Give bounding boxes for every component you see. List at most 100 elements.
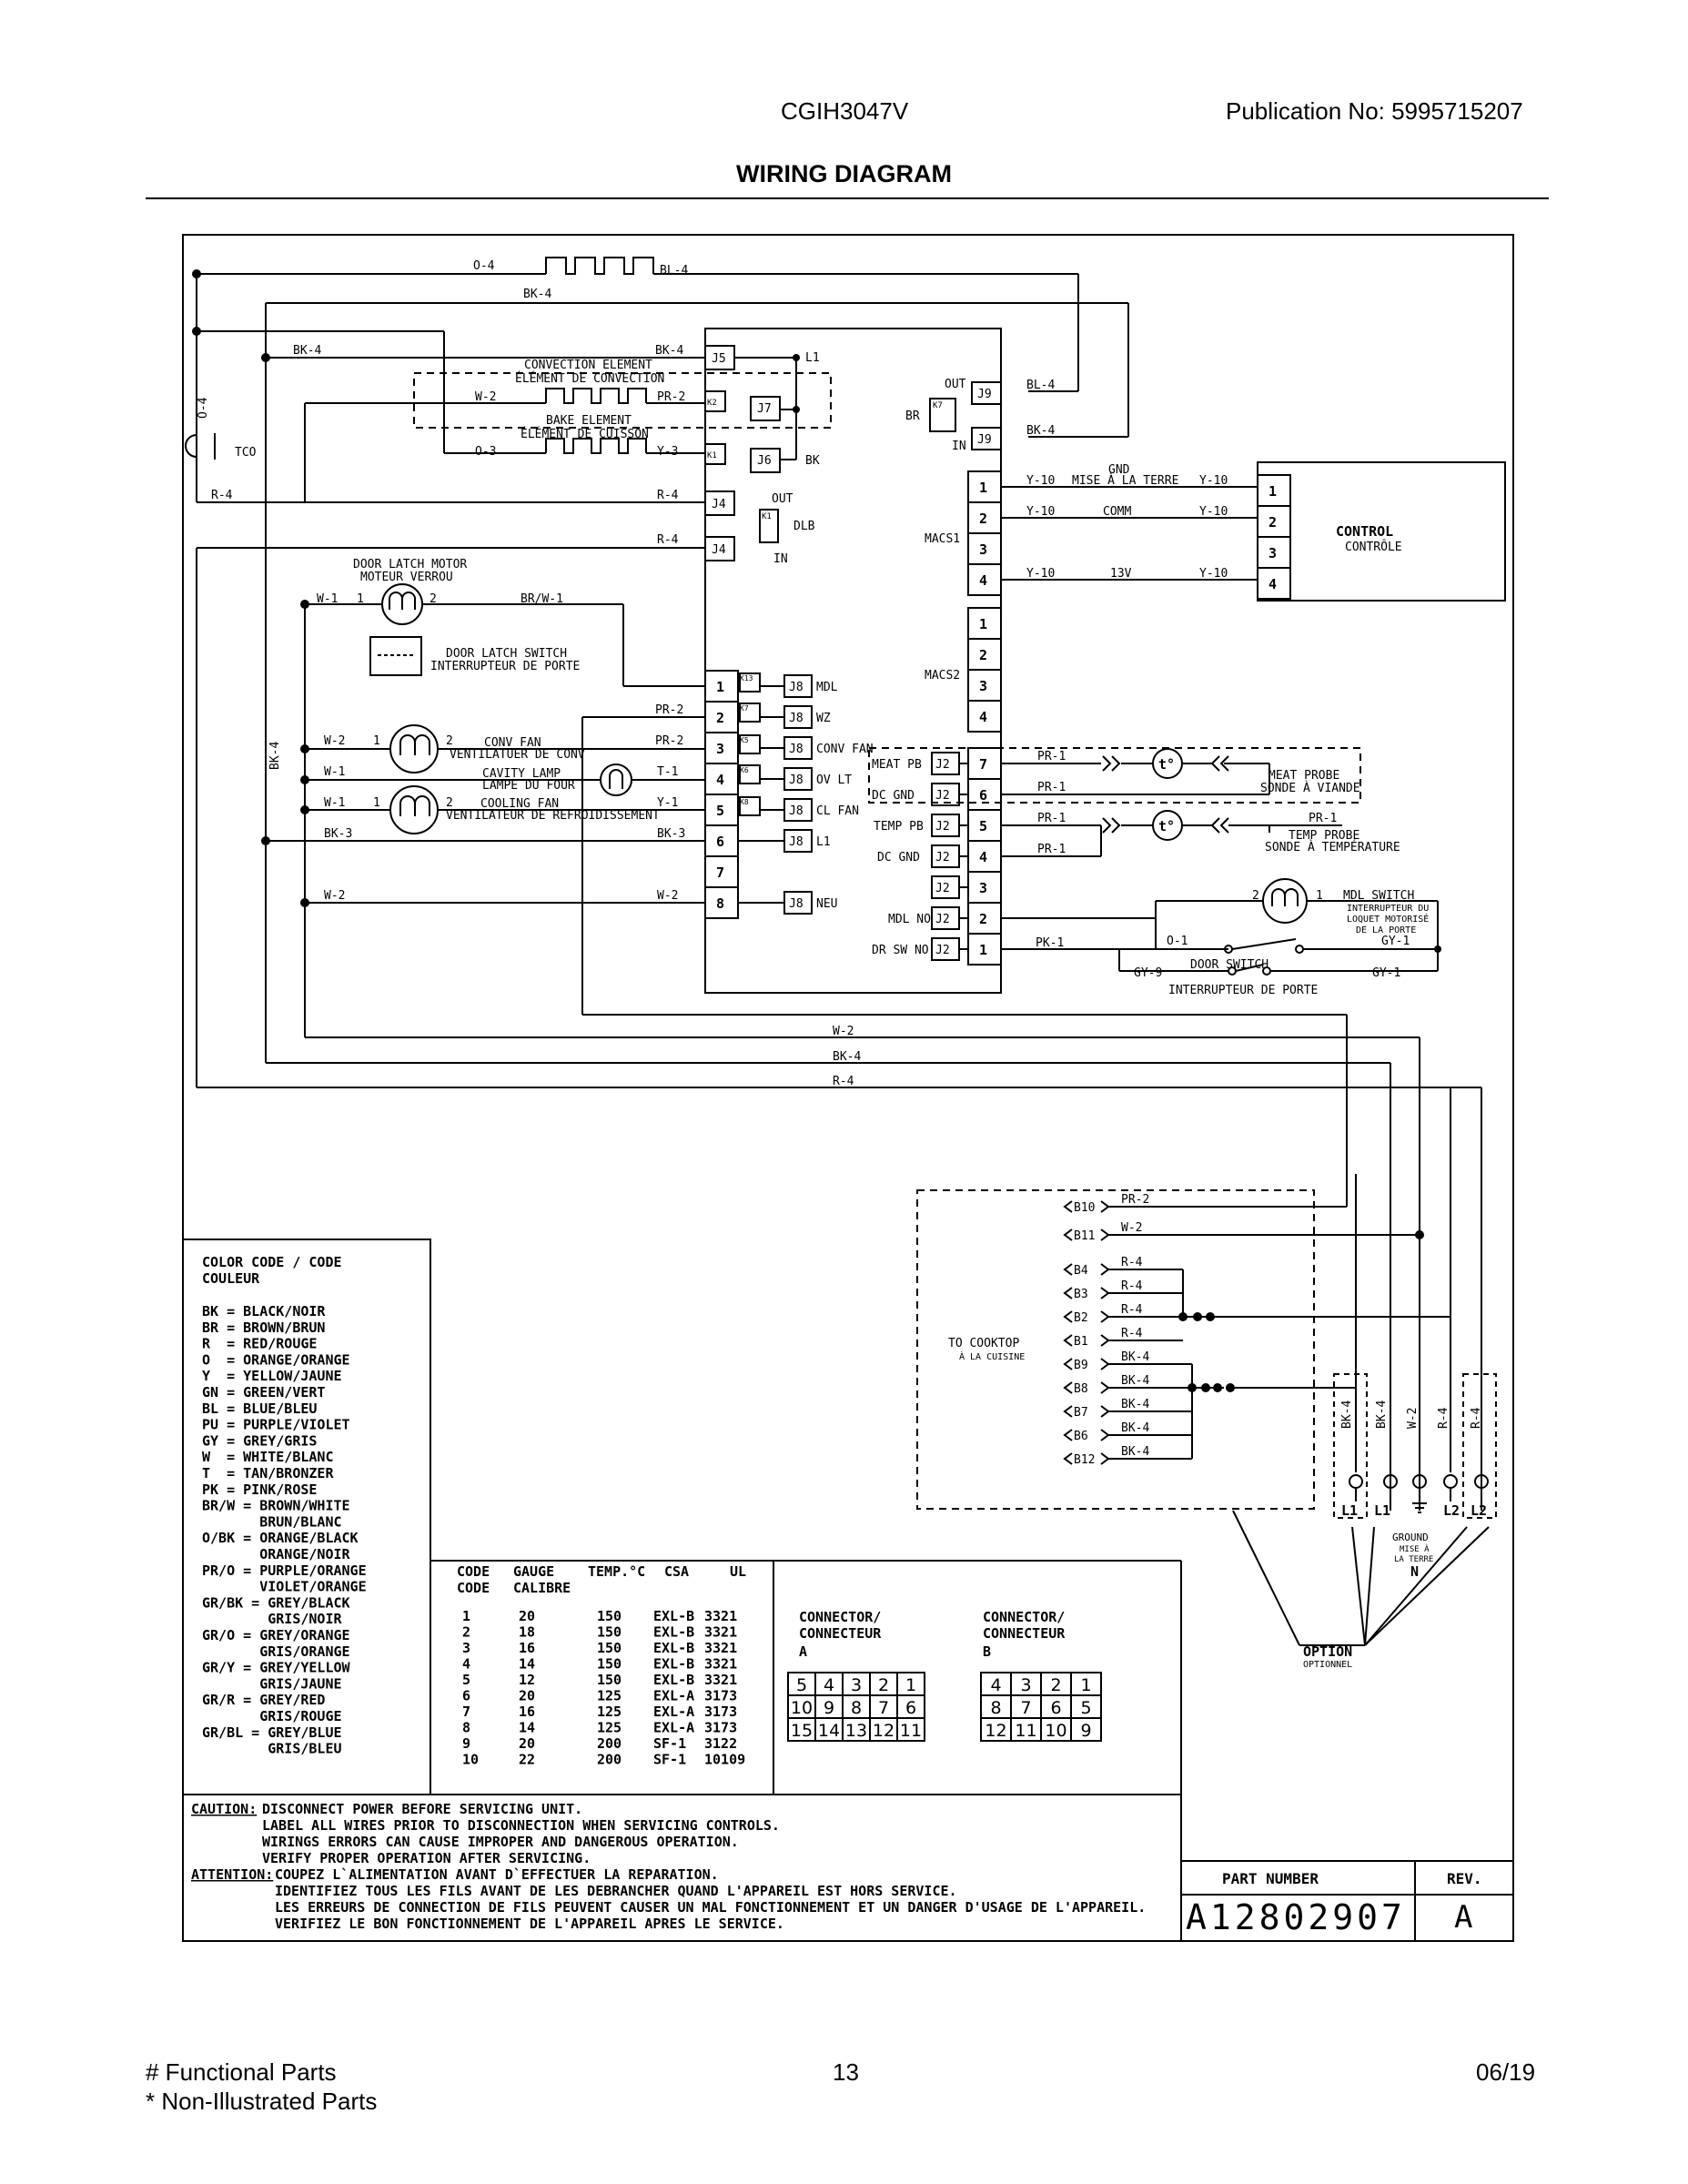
- svg-text:4: 4: [979, 572, 987, 589]
- svg-text:2: 2: [979, 911, 987, 927]
- svg-text:TEMP.°C: TEMP.°C: [588, 1563, 645, 1580]
- svg-text:1: 1: [357, 592, 364, 606]
- connector-grids: CONNECTOR/ CONNECTEUR A CONNECTOR/ CONNE…: [787, 1609, 1102, 1742]
- svg-text:O-4: O-4: [197, 397, 210, 419]
- color-code-line: Y = YELLOW/JAUNE: [202, 1368, 342, 1384]
- svg-text:PR-2: PR-2: [655, 703, 683, 717]
- svg-text:R-4: R-4: [1470, 1407, 1483, 1429]
- connector-cell-label: 3: [1020, 1675, 1031, 1695]
- cooktop-terminal-label: B9: [1074, 1359, 1088, 1372]
- svg-text:W-2: W-2: [1406, 1408, 1420, 1429]
- gauge-cell: 125: [597, 1720, 622, 1736]
- control-module: 1 2 3 4 CONTROL CONTRÔLE Y-10 Y-10 Y-10 …: [1001, 461, 1506, 602]
- color-code-line: O = ORANGE/ORANGE: [202, 1351, 350, 1368]
- svg-text:J8: J8: [789, 681, 804, 694]
- svg-text:COULEUR: COULEUR: [202, 1270, 260, 1287]
- gauge-cell: 3321: [704, 1608, 737, 1624]
- gauge-cell: 200: [597, 1735, 622, 1752]
- gauge-cell: 1: [462, 1608, 470, 1624]
- wire-label-o4: O-4: [473, 259, 495, 273]
- svg-text:1: 1: [979, 616, 987, 632]
- connector-cell-label: 8: [851, 1698, 862, 1718]
- terminal-arrow: [1063, 1310, 1073, 1323]
- cooktop-wire-label: BK-4: [1121, 1398, 1149, 1411]
- svg-text:3: 3: [716, 741, 724, 757]
- connector-cell-label: 11: [1015, 1721, 1036, 1741]
- meat-probe-label: MEAT PROBE: [1269, 769, 1339, 783]
- svg-text:13V: 13V: [1110, 567, 1132, 581]
- color-code-line: GR/Y = GREY/YELLOW: [202, 1660, 351, 1676]
- cooktop-wire-label: BK-4: [1121, 1421, 1149, 1435]
- svg-text:1: 1: [716, 679, 724, 695]
- tco-label: TCO: [235, 446, 257, 460]
- wire-label-bk4-top: BK-4: [523, 288, 551, 301]
- svg-text:1: 1: [1269, 483, 1277, 500]
- svg-text:MDL NO: MDL NO: [888, 913, 931, 926]
- rev-label: REV.: [1447, 1870, 1482, 1887]
- svg-text:Y-10: Y-10: [1026, 567, 1055, 581]
- svg-text:R-4: R-4: [833, 1075, 854, 1088]
- svg-text:J7: J7: [757, 402, 772, 416]
- svg-text:K7: K7: [933, 401, 943, 410]
- svg-text:2: 2: [446, 796, 453, 810]
- svg-text:K13: K13: [740, 674, 753, 682]
- gauge-cell: EXL-A: [653, 1704, 694, 1720]
- svg-text:TEMP PB: TEMP PB: [874, 820, 924, 834]
- gauge-cell: 150: [597, 1608, 622, 1624]
- svg-text:CODE: CODE: [457, 1563, 490, 1580]
- terminal-arrow: [1063, 1334, 1073, 1347]
- svg-text:BR: BR: [905, 410, 920, 423]
- terminal-arrow: [1063, 1429, 1073, 1441]
- svg-text:J2: J2: [935, 758, 950, 772]
- svg-text:K2: K2: [707, 399, 717, 408]
- gauge-cell: 3321: [704, 1624, 737, 1641]
- rev-value: A: [1454, 1899, 1472, 1936]
- color-code-line: BR/W = BROWN/WHITE: [202, 1498, 350, 1514]
- color-code-line: GR/R = GREY/RED: [202, 1692, 325, 1708]
- connector-cell-label: 10: [791, 1698, 813, 1718]
- svg-text:DE LA PORTE: DE LA PORTE: [1356, 925, 1416, 935]
- gauge-cell: 3173: [704, 1704, 737, 1720]
- svg-text:IN: IN: [773, 552, 788, 566]
- color-code-box: COLOR CODE / CODE COULEUR BK = BLACK/NOI…: [182, 1239, 431, 1795]
- svg-text:PR-2: PR-2: [655, 734, 683, 748]
- svg-text:L2: L2: [1471, 1502, 1487, 1519]
- bake-element-label-fr: ÉLÉMENT DE CUISSON: [521, 427, 649, 441]
- terminal-arrow: [1063, 1263, 1073, 1276]
- svg-text:Y-1: Y-1: [657, 796, 678, 810]
- svg-text:CONV FAN: CONV FAN: [816, 743, 874, 756]
- color-code-line: T = TAN/BRONZER: [202, 1465, 334, 1481]
- svg-text:3: 3: [979, 880, 987, 896]
- svg-text:2: 2: [979, 647, 987, 663]
- gauge-cell: 22: [519, 1752, 535, 1768]
- color-code-line: GR/BL = GREY/BLUE: [202, 1724, 342, 1741]
- svg-text:2: 2: [979, 511, 987, 527]
- terminal-arrow: [1063, 1287, 1073, 1299]
- cooling-fan-label: COOLING FAN: [480, 797, 559, 811]
- conv-fan-label: CONV FAN: [484, 736, 541, 750]
- svg-text:K5: K5: [740, 736, 749, 744]
- connector-cell: [1070, 1717, 1102, 1742]
- connector-cell-label: 10: [1045, 1721, 1066, 1741]
- board-pin-column: 1 2 3 4 5 6 7 8: [704, 670, 739, 919]
- gauge-cell: 10: [462, 1752, 479, 1768]
- color-code-line: VIOLET/ORANGE: [202, 1579, 367, 1595]
- svg-text:GY-9: GY-9: [1134, 966, 1162, 980]
- j2-column: 7 6 5 4 3 2 1 J2 J2 J2 J2 J2 J2 J2 MEAT …: [872, 747, 1002, 966]
- color-code-line: PR/O = PURPLE/ORANGE: [202, 1562, 367, 1579]
- publication-number: Publication No: 5995715207: [1226, 97, 1523, 125]
- gauge-cell: 3173: [704, 1688, 737, 1704]
- svg-text:OUT: OUT: [772, 492, 793, 506]
- svg-text:3: 3: [1269, 545, 1277, 561]
- convection-dashed-box: [413, 372, 832, 429]
- cooktop-wire-label: R-4: [1121, 1279, 1143, 1293]
- svg-text:Y-10: Y-10: [1199, 474, 1228, 488]
- svg-text:t°: t°: [1158, 756, 1175, 773]
- svg-text:K1: K1: [707, 451, 717, 460]
- svg-text:J8: J8: [789, 835, 804, 849]
- gauge-cell: 3: [462, 1640, 470, 1656]
- svg-text:3: 3: [979, 678, 987, 694]
- svg-text:L1: L1: [1341, 1502, 1358, 1519]
- svg-text:J8: J8: [789, 804, 804, 818]
